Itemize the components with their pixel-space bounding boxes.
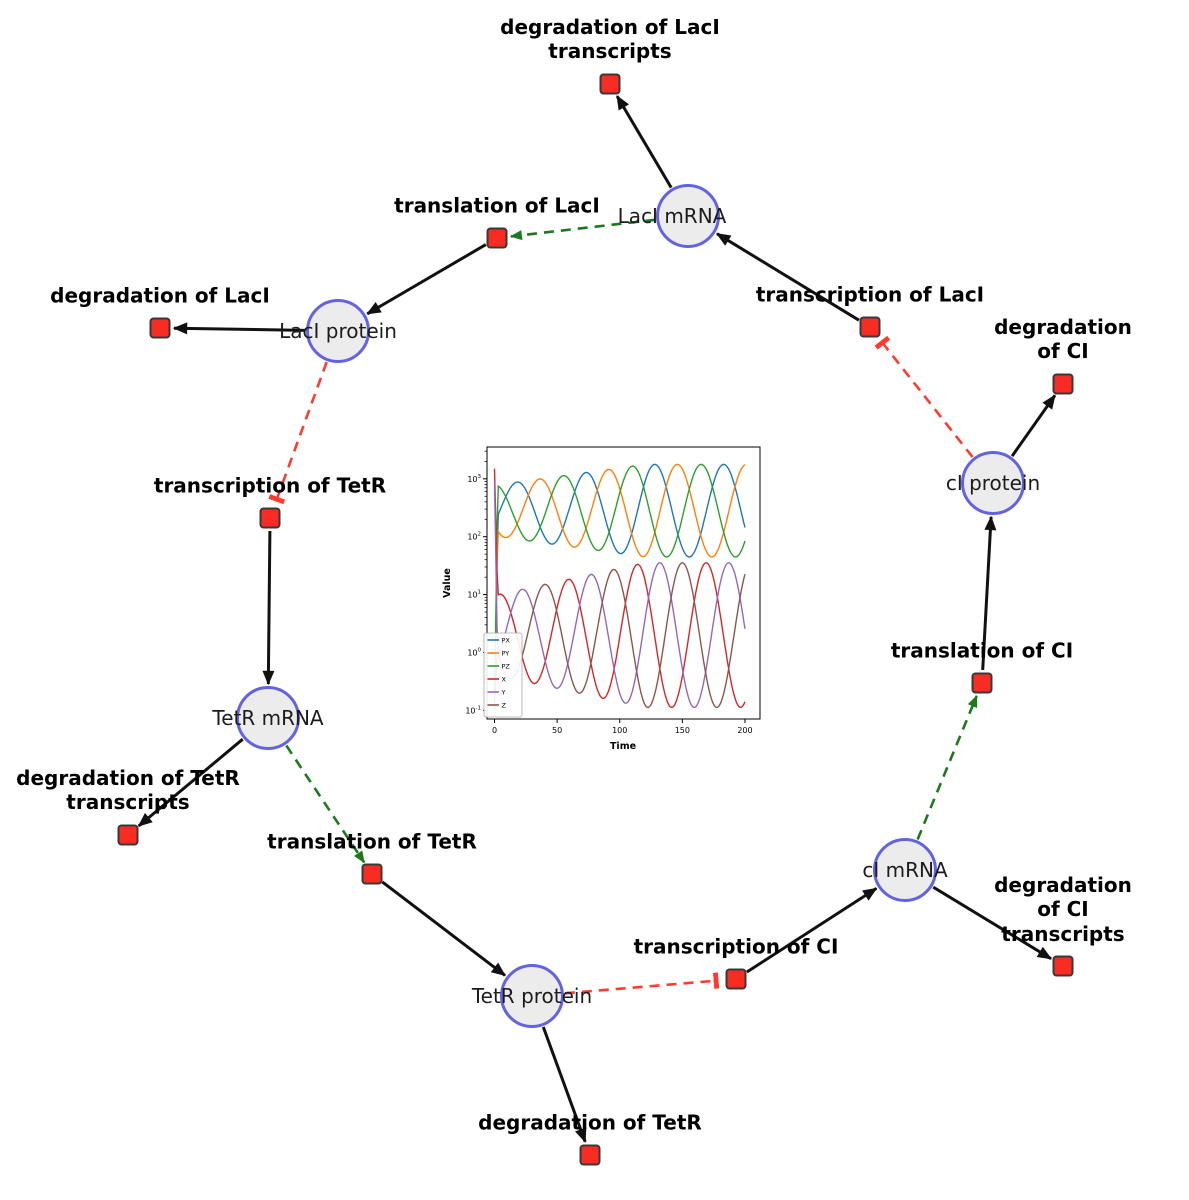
species-node-laci-prot [306, 299, 370, 363]
edge-consumption-ci_prot-deg_ci [1010, 394, 1057, 457]
reaction-label-transl-ci: translation of CI [890, 638, 1074, 663]
edge-production-transl_laci-laci_prot [366, 243, 487, 316]
y-tick-label: 102 [467, 532, 481, 542]
edge-consumption-laci_mrna-deg_laci_tx [615, 95, 673, 189]
edge-inhibition-laci_prot-txn_tetr [268, 361, 328, 505]
edge-inhibition-ci_prot-txn_laci [874, 335, 974, 458]
chart-legend: PX PY PZ XYZ [483, 632, 523, 718]
edges [137, 95, 1057, 1143]
reaction-node-deg-laci [149, 317, 171, 339]
edge-consumption-ci_mrna-deg_ci_tx [932, 885, 1053, 960]
series-line-Z [493, 561, 746, 708]
x-tick-label: 200 [737, 726, 752, 735]
y-tick-label: 100 [467, 647, 481, 657]
reaction-label-deg-laci-tx: degradation of LacI transcripts [500, 15, 720, 64]
edge-production-txn_laci-laci_mrna [715, 232, 860, 322]
x-axis-label: Time [610, 741, 636, 752]
species-node-ci-mrna [873, 838, 937, 902]
species-label-ci-prot: cI protein [945, 471, 1041, 495]
legend-label-PX: PX [502, 636, 511, 644]
reaction-node-deg-ci-tx [1052, 955, 1074, 977]
plot-frame [486, 446, 761, 720]
y-tick-label: 101 [467, 590, 481, 600]
species-node-tetr-mrna [236, 686, 300, 750]
reaction-label-txn-laci: transcription of LacI [755, 282, 985, 307]
edge-production-transl_tetr-tetr_prot [381, 880, 506, 977]
species-node-tetr-prot [500, 964, 564, 1028]
reaction-label-txn-tetr: transcription of TetR [153, 473, 387, 498]
edge-modifier-ci_mrna-transl_ci [916, 694, 978, 840]
reaction-label-deg-ci: degradation of CI [994, 315, 1132, 364]
reaction-node-txn-ci [725, 968, 747, 990]
legend-box [483, 632, 523, 718]
species-label-laci-prot: LacI protein [279, 319, 397, 343]
reaction-node-deg-tetr [579, 1144, 601, 1166]
x-tick-label: 0 [492, 726, 497, 735]
reaction-label-transl-laci: translation of LacI [394, 193, 600, 218]
reaction-label-deg-laci: degradation of LacI [50, 283, 270, 308]
edge-consumption-laci_prot-deg_laci [172, 322, 306, 335]
reaction-node-deg-tetr-tx [117, 824, 139, 846]
series-line-PZ [493, 463, 746, 711]
reaction-node-transl-ci [971, 672, 993, 694]
y-axis-label: Value [442, 568, 453, 598]
species-label-ci-mrna: cI mRNA [862, 858, 948, 882]
edge-production-txn_tetr-tetr_mrna [262, 530, 275, 686]
y-tick-label: 103 [467, 474, 481, 484]
edge-modifier-tetr_mrna-transl_tetr [285, 744, 366, 864]
legend-label-PZ: PZ [502, 662, 511, 670]
x-tick-label: 150 [675, 726, 690, 735]
species-label-laci-mrna: LacI mRNA [617, 204, 727, 228]
edge-modifier-laci_mrna-transl_laci [509, 218, 656, 241]
reaction-label-deg-ci-tx: degradation of CI transcripts [994, 872, 1132, 946]
species-label-tetr-prot: TetR protein [471, 984, 593, 1008]
edge-production-transl_ci-ci_prot [981, 515, 997, 671]
species-node-ci-prot [961, 451, 1025, 515]
series-line-X [493, 468, 746, 708]
x-tick-label: 50 [552, 726, 562, 735]
reaction-label-transl-tetr: translation of TetR [267, 829, 477, 854]
species-label-tetr-mrna: TetR mRNA [212, 706, 324, 730]
reaction-label-deg-tetr-tx: degradation of TetR transcripts [16, 766, 240, 815]
reaction-node-txn-tetr [259, 507, 281, 529]
chart-series [493, 463, 746, 711]
series-line-Y [493, 481, 746, 708]
series-line-PX [493, 463, 746, 711]
x-tick-label: 100 [612, 726, 627, 735]
edge-inhibition-tetr_prot-txn_ci [564, 972, 720, 995]
legend-label-X: X [502, 675, 507, 683]
edge-consumption-tetr_prot-deg_tetr [541, 1026, 587, 1143]
edge-consumption-tetr_mrna-deg_tetr_tx [137, 738, 244, 828]
reaction-node-transl-tetr [361, 863, 383, 885]
series-line-PY [493, 463, 746, 706]
reaction-label-txn-ci: transcription of CI [633, 934, 839, 959]
reaction-node-txn-laci [859, 316, 881, 338]
edge-production-txn_ci-ci_mrna [746, 887, 878, 974]
reaction-node-transl-laci [486, 227, 508, 249]
legend-label-Y: Y [501, 688, 506, 696]
legend-label-Z: Z [502, 701, 507, 709]
chart-canvas: 10-1 100 101 102 103 0 50 100 150 200 PX PY PZ XYZ T… [442, 446, 761, 752]
reaction-label-deg-tetr: degradation of TetR [478, 1110, 702, 1135]
y-tick-label: 10-1 [465, 705, 481, 715]
reaction-node-deg-ci [1052, 373, 1074, 395]
chart-axes: 10-1 100 101 102 103 0 50 100 150 200 [465, 446, 761, 735]
legend-label-PY: PY [502, 649, 510, 657]
species-node-laci-mrna [656, 184, 720, 248]
reaction-node-deg-laci-tx [599, 73, 621, 95]
